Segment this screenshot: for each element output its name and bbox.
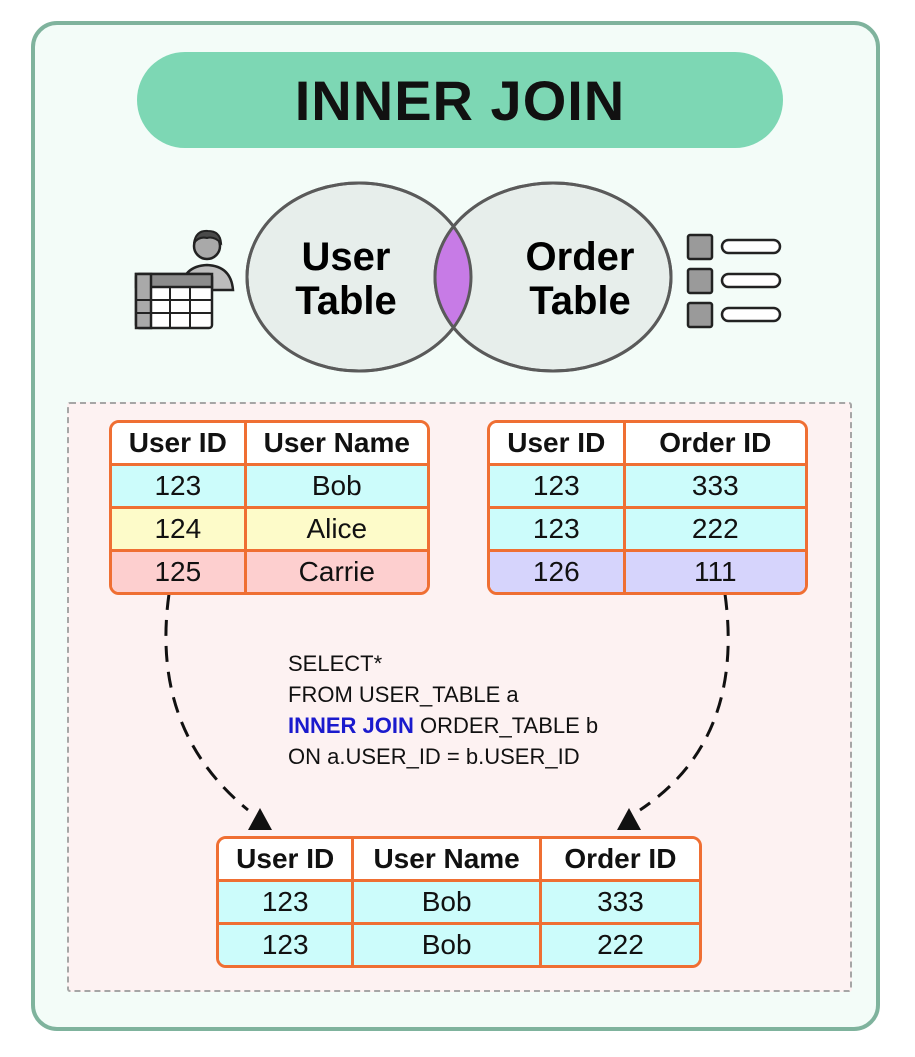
- column-header: Order ID: [541, 839, 699, 882]
- page-title: INNER JOIN: [294, 68, 626, 132]
- table-cell: Bob: [354, 882, 542, 925]
- table-row: 123 333: [490, 466, 805, 509]
- sql-join-keyword: INNER JOIN: [288, 713, 414, 738]
- venn-diagram: User Table Order Table: [134, 181, 782, 373]
- column-header: Order ID: [625, 423, 805, 466]
- sql-line-join: INNER JOIN ORDER_TABLE b: [288, 710, 598, 741]
- table-row: 125 Carrie: [112, 552, 427, 592]
- order-table-label-1: Order: [526, 235, 635, 279]
- table-cell: 123: [219, 882, 355, 925]
- table-cell: Carrie: [298, 556, 375, 587]
- table-cell: 125: [112, 552, 247, 592]
- result-table: User ID User Name Order ID 123 Bob 333 1…: [216, 836, 702, 968]
- table-cell: Bob: [354, 925, 542, 965]
- table-row: 123 Bob: [112, 466, 427, 509]
- table-row: 123 Bob 222: [219, 925, 699, 965]
- table-cell: 222: [625, 509, 805, 552]
- order-table-label-2: Table: [529, 279, 631, 323]
- table-cell: Alice: [246, 509, 427, 552]
- sql-line-on: ON a.USER_ID = b.USER_ID: [288, 744, 580, 769]
- table-row: 126 111: [490, 552, 805, 592]
- table-row: 124 Alice: [112, 509, 427, 552]
- user-table-label-2: Table: [295, 279, 397, 323]
- sql-line-select: SELECT*: [288, 651, 383, 676]
- table-cell: 123: [219, 925, 355, 965]
- user-table: User ID User Name 123 Bob 124 Alice 125 …: [109, 420, 430, 595]
- table-cell: 126: [490, 552, 626, 592]
- column-header: User ID: [490, 423, 626, 466]
- table-row: 123 Bob 333: [219, 882, 699, 925]
- column-header: User Name: [354, 839, 542, 882]
- sql-join-rest: ORDER_TABLE b: [413, 713, 599, 738]
- user-table-label-1: User: [302, 235, 391, 279]
- table-cell: 124: [112, 509, 247, 552]
- table-cell: Bob: [246, 466, 427, 509]
- column-header: User Name: [246, 423, 427, 466]
- table-row: 123 222: [490, 509, 805, 552]
- column-header: User ID: [112, 423, 247, 466]
- table-cell: 123: [112, 466, 247, 509]
- sql-line-from: FROM USER_TABLE a: [288, 682, 519, 707]
- table-cell: 333: [541, 882, 699, 925]
- title-banner: INNER JOIN: [137, 52, 783, 148]
- column-header: User ID: [219, 839, 355, 882]
- order-list-icon: [686, 233, 782, 329]
- table-cell: 111: [694, 556, 737, 587]
- table-header-row: User ID User Name Order ID: [219, 839, 699, 882]
- sql-query: SELECT* FROM USER_TABLE a INNER JOIN ORD…: [288, 648, 598, 772]
- table-header-row: User ID Order ID: [490, 423, 805, 466]
- order-table: User ID Order ID 123 333 123 222 126 111: [487, 420, 808, 595]
- user-table-icon: [134, 229, 235, 330]
- table-header-row: User ID User Name: [112, 423, 427, 466]
- table-cell: 222: [597, 929, 644, 960]
- table-cell: 123: [490, 466, 626, 509]
- table-cell: 123: [490, 509, 626, 552]
- table-cell: 333: [625, 466, 805, 509]
